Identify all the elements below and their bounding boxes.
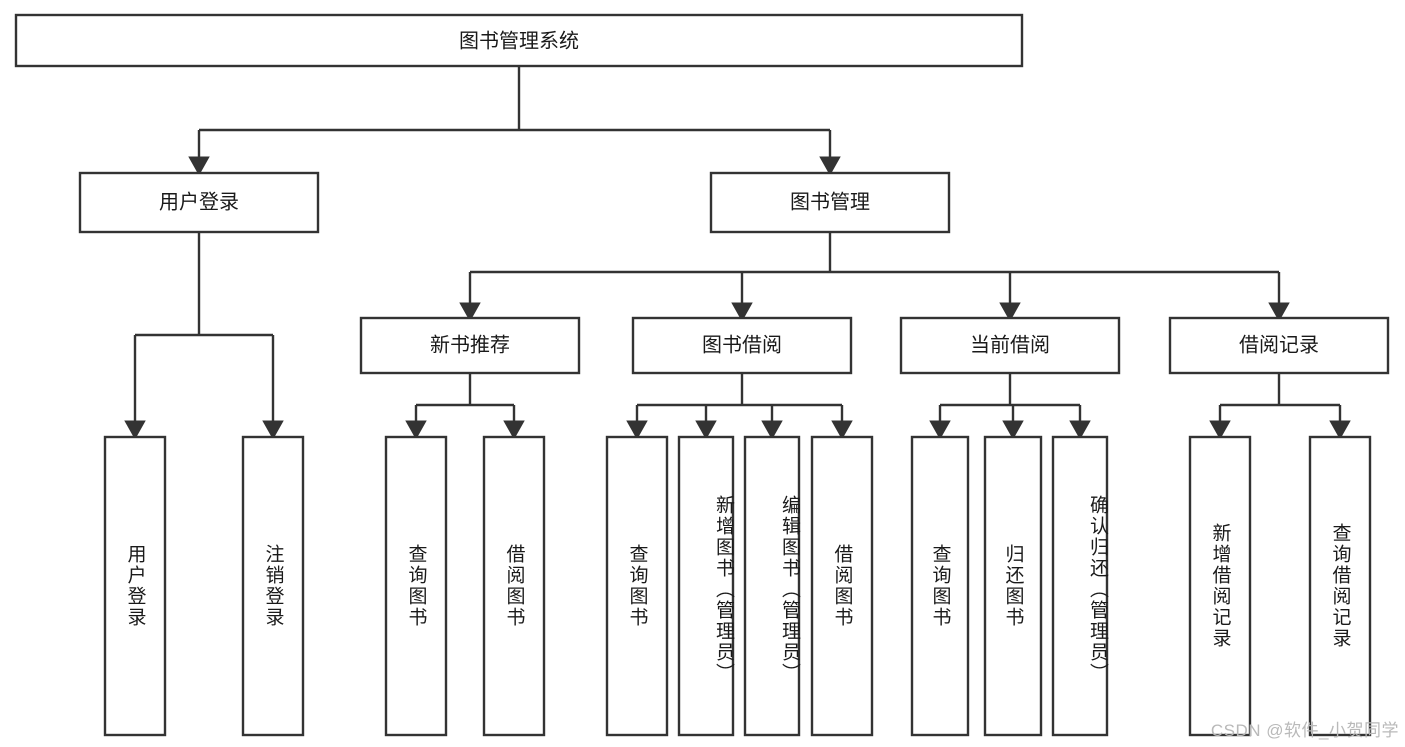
node-book-borrow[interactable]: 图书借阅 <box>631 316 853 375</box>
node-borrow-record[interactable]: 借阅记录 <box>1168 316 1390 375</box>
leaf-box-user-login[interactable] <box>103 435 167 737</box>
leaf-box-add-borrow-record[interactable] <box>1188 435 1252 737</box>
node-book-borrow-label: 图书借阅 <box>702 333 782 356</box>
leaf-box-query-borrow-record[interactable] <box>1308 435 1372 737</box>
node-current-borrow-label: 当前借阅 <box>970 333 1050 356</box>
node-new-book-recommend-box[interactable] <box>359 316 581 375</box>
node-current-borrow-box[interactable] <box>899 316 1121 375</box>
leaf-box-layer <box>103 435 1372 737</box>
node-user-login[interactable]: 用户登录 <box>78 171 320 234</box>
leaf-box-query-book-borrow[interactable] <box>605 435 669 737</box>
node-root-box[interactable] <box>14 13 1024 68</box>
leaf-box-query-book-recommend[interactable] <box>384 435 448 737</box>
leaf-box-query-book-current[interactable] <box>910 435 970 737</box>
node-new-book-recommend-label: 新书推荐 <box>430 333 510 356</box>
leaf-box-return-book[interactable] <box>983 435 1043 737</box>
node-current-borrow[interactable]: 当前借阅 <box>899 316 1121 375</box>
leaf-box-logout[interactable] <box>241 435 305 737</box>
csdn-watermark: CSDN @软件_小贺同学 <box>1210 721 1399 740</box>
node-book-management[interactable]: 图书管理 <box>709 171 951 234</box>
connector-layer <box>124 66 1351 440</box>
node-new-book-recommend[interactable]: 新书推荐 <box>359 316 581 375</box>
node-user-login-label: 用户登录 <box>159 190 239 213</box>
node-root[interactable]: 图书管理系统 <box>14 13 1024 68</box>
leaf-box-confirm-return-admin[interactable] <box>1051 435 1109 737</box>
node-borrow-record-label: 借阅记录 <box>1239 333 1319 356</box>
node-user-login-box[interactable] <box>78 171 320 234</box>
node-book-management-label: 图书管理 <box>790 190 870 213</box>
leaf-box-edit-book-admin[interactable] <box>743 435 801 737</box>
node-book-borrow-box[interactable] <box>631 316 853 375</box>
node-book-management-box[interactable] <box>709 171 951 234</box>
node-root-label: 图书管理系统 <box>459 29 579 52</box>
node-borrow-record-box[interactable] <box>1168 316 1390 375</box>
leaf-box-borrow-book-recommend[interactable] <box>482 435 546 737</box>
leaf-box-borrow-book[interactable] <box>810 435 874 737</box>
leaf-box-add-book-admin[interactable] <box>677 435 735 737</box>
